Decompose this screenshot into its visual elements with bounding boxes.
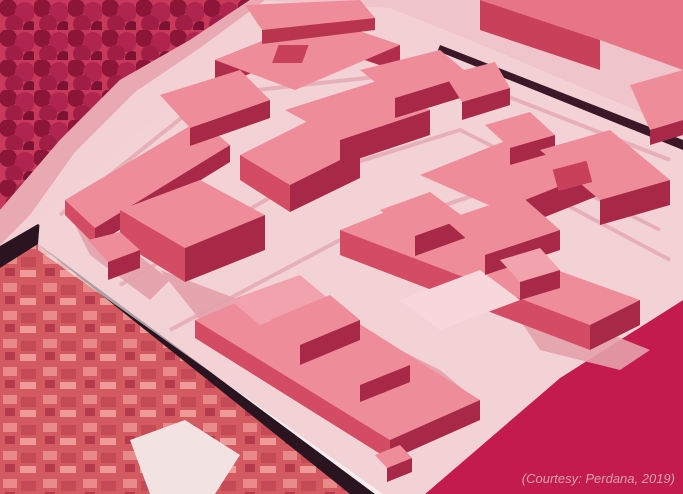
building-roof bbox=[445, 195, 560, 255]
building-roof bbox=[245, 0, 375, 30]
building-roof bbox=[630, 70, 683, 130]
buildings bbox=[65, 0, 683, 482]
upper-right-building-wall bbox=[480, 0, 600, 70]
building-roof bbox=[270, 295, 360, 345]
building-roof bbox=[88, 232, 140, 262]
building-roof bbox=[485, 112, 555, 148]
building-roof bbox=[500, 248, 560, 282]
tree-canopy bbox=[0, 0, 250, 210]
lower-left-district bbox=[0, 236, 355, 494]
white-building-roof bbox=[130, 420, 240, 494]
building-roof bbox=[230, 275, 330, 325]
building-roof bbox=[160, 70, 270, 128]
building-roof bbox=[375, 445, 412, 468]
building-roof bbox=[215, 18, 400, 90]
building-roof bbox=[360, 50, 470, 98]
building-roof bbox=[380, 192, 465, 236]
building-roof bbox=[240, 120, 360, 185]
image-credit: (Courtesy: Perdana, 2019) bbox=[521, 471, 675, 486]
building-roof bbox=[445, 62, 510, 102]
dark-road bbox=[0, 224, 375, 494]
upper-right-building bbox=[480, 0, 683, 70]
building-roof bbox=[65, 120, 230, 228]
building-roof bbox=[120, 180, 265, 248]
building-roof bbox=[330, 345, 410, 385]
courtyard bbox=[400, 270, 520, 330]
building-roof bbox=[540, 130, 670, 200]
